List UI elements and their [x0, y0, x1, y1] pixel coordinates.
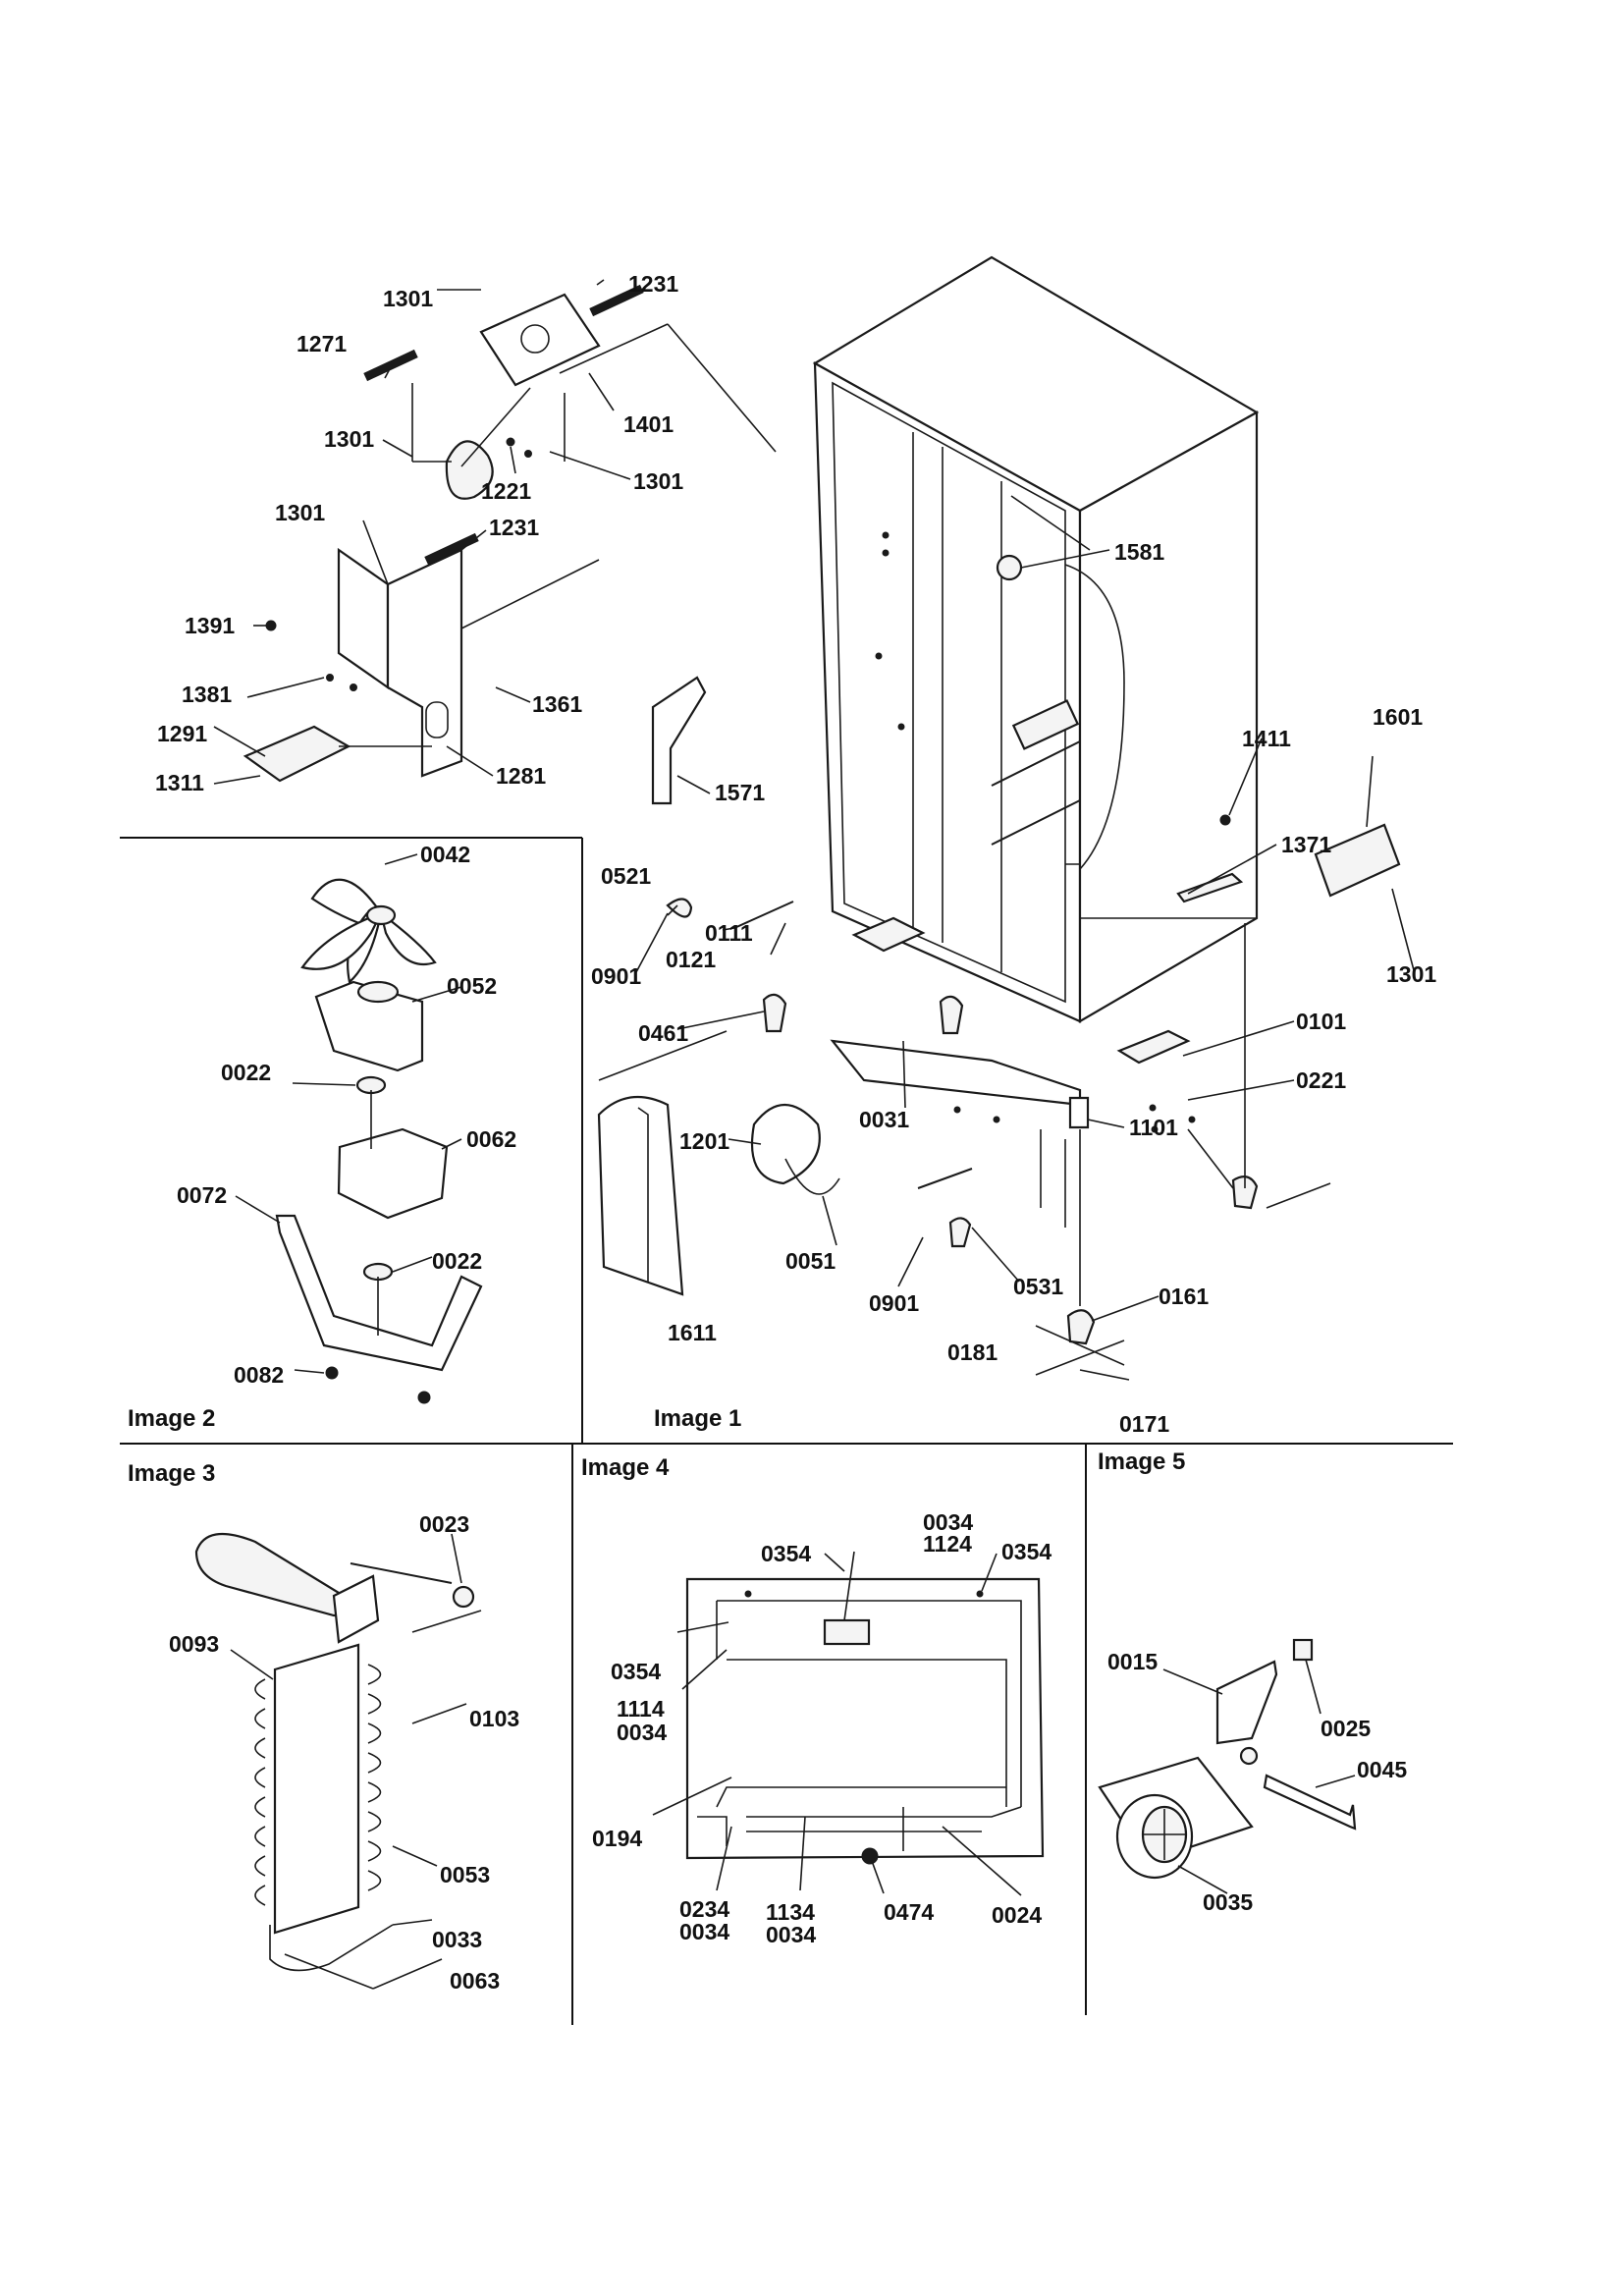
part-label: 1301	[324, 426, 374, 452]
part-label: 1134	[766, 1899, 815, 1925]
part-label: 0181	[947, 1339, 998, 1365]
part-label: 0354	[761, 1541, 811, 1566]
part-label: 0521	[601, 863, 651, 889]
part-label: 1371	[1281, 832, 1331, 857]
part-label: 0062	[466, 1126, 516, 1152]
part-label: 0023	[419, 1511, 469, 1537]
part-label: 0031	[859, 1107, 909, 1132]
part-label: 0901	[869, 1290, 919, 1316]
part-label: 0052	[447, 973, 497, 999]
part-label: 0121	[666, 947, 716, 972]
part-label: 1611	[668, 1320, 717, 1345]
panel-label-image2: Image 2	[128, 1405, 215, 1432]
panel-label-image4: Image 4	[581, 1454, 670, 1481]
fan-motor-assembly	[275, 878, 483, 1404]
leader-lines	[213, 279, 1415, 1990]
cabinet-parts	[597, 676, 1401, 1376]
part-label: 1201	[679, 1128, 729, 1154]
part-label: 1301	[633, 468, 683, 494]
part-label: 1124	[923, 1531, 972, 1557]
part-label: 0053	[440, 1862, 490, 1887]
part-label: 0093	[169, 1631, 219, 1657]
evaporator-coils	[254, 1664, 382, 1906]
part-label: 0033	[432, 1927, 482, 1952]
part-label: 1411	[1242, 726, 1291, 751]
panel-label-image1: Image 1	[654, 1405, 741, 1432]
part-label: 1301	[275, 500, 325, 525]
control-assembly-lower	[243, 532, 600, 783]
part-label: 0354	[1001, 1539, 1052, 1564]
part-label: 0901	[591, 963, 641, 989]
part-label: 1281	[496, 763, 546, 789]
cabinet-assembly	[812, 255, 1260, 1023]
part-label: 0063	[450, 1968, 500, 1994]
part-label: 0042	[420, 842, 470, 867]
part-label: 1571	[715, 780, 765, 805]
part-label: 0022	[221, 1060, 271, 1085]
part-label: 1601	[1373, 704, 1423, 730]
part-label: 0234	[679, 1896, 729, 1922]
part-label: 0194	[592, 1826, 642, 1851]
part-label: 0034	[679, 1919, 729, 1944]
part-label: 0025	[1321, 1716, 1371, 1741]
part-label: 1231	[628, 271, 678, 297]
part-label: 0101	[1296, 1009, 1346, 1034]
part-label: 0015	[1107, 1649, 1158, 1674]
part-label: 1301	[383, 286, 433, 311]
part-label: 0221	[1296, 1067, 1346, 1093]
part-label: 0111	[705, 920, 753, 946]
panel-frames	[120, 837, 1453, 2025]
drain-pan-assembly	[685, 1577, 1045, 1865]
part-label: 1301	[1386, 961, 1436, 987]
panel-label-image5: Image 5	[1098, 1449, 1185, 1475]
part-label: 0171	[1119, 1411, 1169, 1437]
part-label: 0035	[1203, 1889, 1253, 1915]
part-label: 0082	[234, 1362, 284, 1388]
part-label: 1114	[617, 1696, 665, 1722]
panel-captions: Image 1 Image 2 Image 3 Image 4 Image 5	[128, 1405, 1185, 1487]
part-label: 1391	[185, 613, 235, 638]
part-label: 1361	[532, 691, 582, 717]
part-label: 0354	[611, 1659, 661, 1684]
part-label: 0531	[1013, 1274, 1063, 1299]
part-label: 0024	[992, 1902, 1042, 1928]
part-label: 0474	[884, 1899, 934, 1925]
part-label: 0034	[617, 1720, 667, 1745]
part-label: 0034	[766, 1922, 816, 1947]
part-labels: 1301 1231 1271 1301 1401 1221 1301 1301 …	[155, 271, 1436, 1994]
roller-assembly	[1098, 1638, 1357, 1880]
part-label: 1271	[297, 331, 347, 356]
part-label: 0103	[469, 1706, 519, 1731]
part-label: 0034	[923, 1509, 973, 1535]
part-label: 1221	[481, 478, 531, 504]
part-label: 0161	[1159, 1284, 1209, 1309]
part-label: 1101	[1129, 1115, 1178, 1140]
part-label: 0051	[785, 1248, 836, 1274]
part-label: 0072	[177, 1182, 227, 1208]
part-label: 1311	[155, 770, 204, 795]
part-label: 1231	[489, 515, 539, 540]
part-label: 0461	[638, 1020, 688, 1046]
part-label: 0045	[1357, 1757, 1407, 1782]
part-label: 1401	[623, 411, 674, 437]
part-label: 1581	[1114, 539, 1164, 565]
panel-label-image3: Image 3	[128, 1460, 215, 1487]
part-label: 1381	[182, 682, 232, 707]
evaporator-assembly	[194, 1532, 482, 1990]
part-label: 1291	[157, 721, 207, 746]
part-label: 0022	[432, 1248, 482, 1274]
control-assembly-upper	[363, 284, 777, 500]
